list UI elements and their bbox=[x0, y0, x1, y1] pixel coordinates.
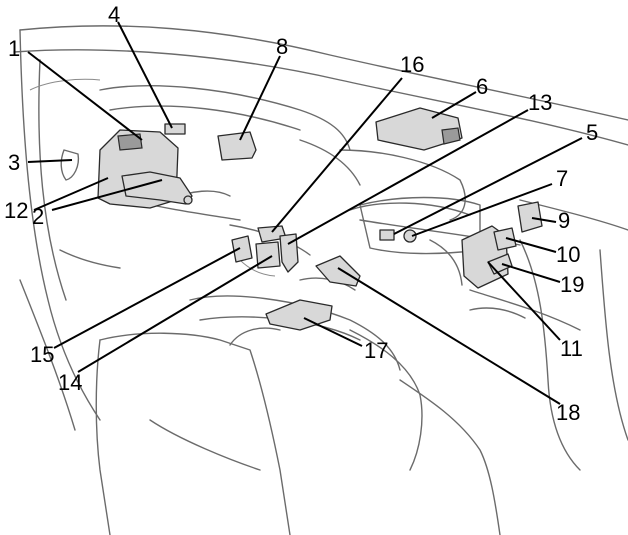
callout-10: 10 bbox=[556, 242, 580, 267]
leader-14 bbox=[77, 255, 273, 373]
leader-7 bbox=[411, 183, 553, 237]
component-7 bbox=[403, 229, 417, 243]
callout-16: 16 bbox=[400, 52, 424, 77]
leader-1 bbox=[27, 51, 143, 141]
callout-14: 14 bbox=[58, 370, 82, 395]
component-5 bbox=[379, 229, 395, 241]
callout-15: 15 bbox=[30, 342, 54, 367]
callout-7: 7 bbox=[556, 166, 568, 191]
callout-17: 17 bbox=[364, 338, 388, 363]
component-9 bbox=[517, 201, 543, 233]
callout-5: 5 bbox=[586, 120, 598, 145]
component-10 bbox=[493, 227, 517, 251]
leader-16 bbox=[271, 77, 403, 233]
component-18 bbox=[315, 255, 361, 287]
leader-11 bbox=[487, 261, 561, 341]
callout-4: 4 bbox=[108, 2, 120, 27]
callout-12: 12 bbox=[4, 198, 28, 223]
leader-4 bbox=[117, 21, 173, 129]
leader-3 bbox=[27, 159, 73, 163]
callout-6: 6 bbox=[476, 74, 488, 99]
leader-9 bbox=[531, 217, 557, 223]
component-6-connector bbox=[441, 127, 461, 145]
leader-6 bbox=[431, 91, 477, 119]
component-15 bbox=[231, 235, 253, 263]
component-4 bbox=[164, 123, 186, 135]
callout-13: 13 bbox=[528, 90, 552, 115]
callout-18: 18 bbox=[556, 400, 580, 425]
component-17 bbox=[265, 299, 333, 331]
callout-19: 19 bbox=[560, 272, 584, 297]
leader-2 bbox=[51, 179, 163, 211]
callout-8: 8 bbox=[276, 34, 288, 59]
callout-11: 11 bbox=[560, 336, 583, 361]
leader-8 bbox=[239, 55, 281, 141]
junction-block-connector bbox=[117, 133, 143, 151]
callout-3: 3 bbox=[8, 150, 20, 175]
callout-labels: 1 2 3 4 5 6 7 8 9 10 11 12 13 14 15 16 1… bbox=[4, 2, 598, 425]
callout-1: 1 bbox=[8, 36, 20, 61]
component-6 bbox=[375, 107, 463, 151]
component-8 bbox=[217, 131, 257, 161]
leader-19 bbox=[501, 263, 561, 283]
components bbox=[97, 107, 543, 331]
bolt bbox=[183, 195, 193, 205]
component-13 bbox=[279, 233, 299, 273]
leader-10 bbox=[505, 237, 557, 253]
callout-9: 9 bbox=[558, 208, 570, 233]
leader-lines bbox=[27, 21, 583, 405]
leader-15 bbox=[53, 247, 241, 349]
leader-17 bbox=[303, 317, 363, 347]
leader-12 bbox=[33, 177, 109, 211]
leader-18 bbox=[337, 267, 561, 405]
callout-2: 2 bbox=[32, 204, 44, 229]
leader-5 bbox=[393, 137, 583, 235]
leader-13 bbox=[287, 109, 529, 245]
